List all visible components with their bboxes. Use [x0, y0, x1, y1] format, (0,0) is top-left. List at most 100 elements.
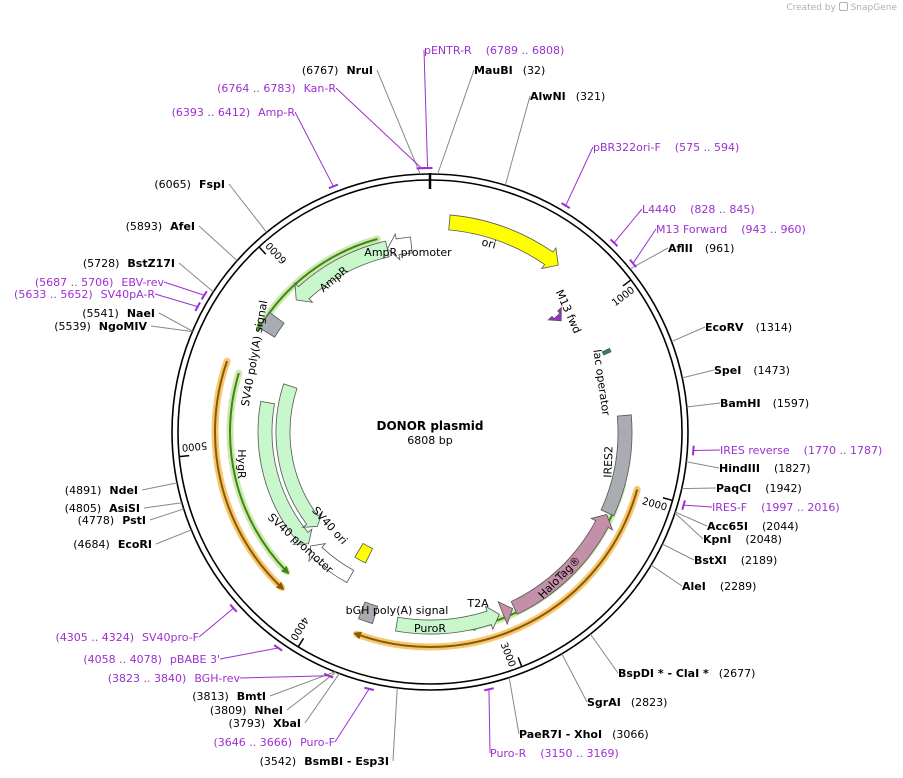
feature-label-ires2: IRES2 [601, 446, 615, 478]
primer-name: SV40pA-R [101, 288, 156, 301]
enzyme-position: (2677) [719, 667, 756, 680]
primer-site-pentr-r: pENTR-R(6789 .. 6808) [424, 44, 564, 57]
enzyme-position: (5893) [126, 220, 163, 233]
orf-hygr-arc [229, 372, 290, 575]
tick-label: 6000 [264, 239, 289, 265]
enzyme-leader [561, 653, 588, 703]
feature-sv40-promoter [308, 543, 355, 584]
primer-leader [239, 675, 329, 679]
site-labels: MauBI(32)AlwNI(321)AflII(961)EcoRV(1314)… [14, 44, 882, 768]
orf-long-arc [353, 489, 639, 648]
enzyme-site-xbai: (3793)XbaI [229, 717, 301, 730]
primer-leader [294, 111, 334, 187]
feature-hygr-outer [257, 400, 313, 545]
enzyme-position: (32) [523, 64, 546, 77]
enzyme-site-psti: (4778)PstI [78, 514, 146, 527]
enzyme-leader [508, 677, 520, 735]
enzyme-name: NdeI [109, 484, 138, 497]
enzyme-leader [149, 508, 184, 521]
credit-app: SnapGene [850, 3, 897, 13]
tick-label: 1000 [610, 285, 637, 309]
primer-site-mark [560, 202, 571, 209]
plasmid-size: 6808 bp [407, 434, 452, 447]
primer-name: pBR322ori-F [593, 141, 661, 154]
enzyme-leader [675, 511, 708, 527]
primer-range: (575 .. 594) [675, 141, 740, 154]
feature-label-hygr: HygR [235, 449, 248, 479]
enzyme-leader [178, 262, 214, 293]
enzyme-position: (1473) [753, 364, 790, 377]
enzyme-name: BmtI [237, 690, 266, 703]
enzyme-name: AfeI [170, 220, 195, 233]
enzyme-site-alei: AleI(2289) [682, 580, 756, 593]
enzyme-site-paer7i-xhoi: PaeR7I - XhoI(3066) [519, 728, 649, 741]
tick-mark [179, 454, 190, 458]
enzyme-name: KpnI [703, 533, 731, 546]
enzyme-leader [155, 529, 192, 545]
enzyme-leader [437, 69, 475, 175]
primer-name: BGH-rev [194, 672, 240, 685]
feature-label-sv40-poly-a-signal: SV40 poly(A) signal [239, 299, 270, 407]
orf-halotag-arc-halo [467, 481, 627, 632]
primer-range: (6393 .. 6412) [172, 106, 251, 119]
primer-site-puro-f: (3646 .. 3666)Puro-F [214, 736, 336, 749]
orf-hygr-outer-arc [214, 360, 285, 591]
enzyme-leader [150, 325, 193, 333]
enzyme-name: PaqCI [716, 482, 751, 495]
enzyme-name: SpeI [714, 364, 741, 377]
feature-puror [395, 605, 500, 635]
primer-name: EBV-rev [121, 276, 164, 289]
tick-mark [622, 279, 632, 287]
enzyme-position: (2044) [762, 520, 799, 533]
enzyme-site-bspdi-clai: BspDI * - ClaI *(2677) [618, 667, 755, 680]
enzyme-leader [671, 326, 706, 343]
enzyme-leader [629, 247, 669, 270]
plasmid-name: DONOR plasmid [377, 419, 484, 433]
primer-site-ires-reverse: IRES reverse(1770 .. 1787) [720, 444, 882, 457]
primer-site-mark [273, 644, 283, 652]
primer-site-mark [629, 258, 637, 268]
tick-mark [517, 657, 523, 667]
enzyme-leader [228, 183, 268, 233]
primer-site-pbr322ori-f: pBR322ori-F (575 .. 594) [593, 141, 739, 154]
enzyme-name: HindIII [719, 462, 760, 475]
enzyme-leader [650, 564, 683, 587]
enzyme-leader [376, 69, 421, 175]
feature-hygr-inner [275, 383, 323, 528]
primer-name: Amp-R [258, 106, 295, 119]
primer-site-mark [194, 301, 201, 312]
primer-site-mark [323, 672, 334, 679]
enzyme-name: BamHI [720, 397, 761, 410]
feature-sv40-polya [258, 311, 285, 338]
enzyme-leader [392, 687, 398, 762]
feature-ires2 [600, 414, 633, 517]
enzyme-position: (1827) [774, 462, 811, 475]
enzyme-site-spei: SpeI (1473) [714, 364, 790, 377]
primer-site-pbabe-3: (4058 .. 4078)pBABE 3' [83, 653, 220, 666]
enzyme-name: BsmBI - Esp3I [304, 755, 389, 768]
primer-site-mark [681, 500, 686, 511]
primer-name: M13 Forward [656, 223, 727, 236]
primer-site-mark [229, 603, 238, 613]
primer-site-puro-r: Puro-R(3150 .. 3169) [490, 747, 619, 760]
primer-range: (6789 .. 6808) [486, 44, 565, 57]
enzyme-site-ecorv: EcoRV(1314) [705, 321, 792, 334]
feature-m13-fwd [547, 306, 562, 322]
enzyme-leader [681, 487, 717, 490]
enzyme-position: (4891) [65, 484, 102, 497]
enzyme-position: (3809) [210, 704, 247, 717]
feature-ampr [294, 240, 390, 303]
primer-site-amp-r: (6393 .. 6412) Amp-R [172, 106, 296, 119]
enzyme-leader [198, 225, 238, 262]
primer-leader [488, 689, 491, 754]
enzyme-site-bmti: (3813)BmtI [192, 690, 266, 703]
feature-halotag [510, 513, 614, 615]
enzyme-position: (2189) [741, 554, 778, 567]
primer-leader [335, 87, 422, 169]
feature-bgh-polya [358, 601, 379, 625]
enzyme-site-fspi: (6065)FspI [154, 178, 225, 191]
primer-leader [632, 228, 657, 264]
feature-label-bgh-poly-a-signal: bGH poly(A) signal [346, 604, 449, 617]
